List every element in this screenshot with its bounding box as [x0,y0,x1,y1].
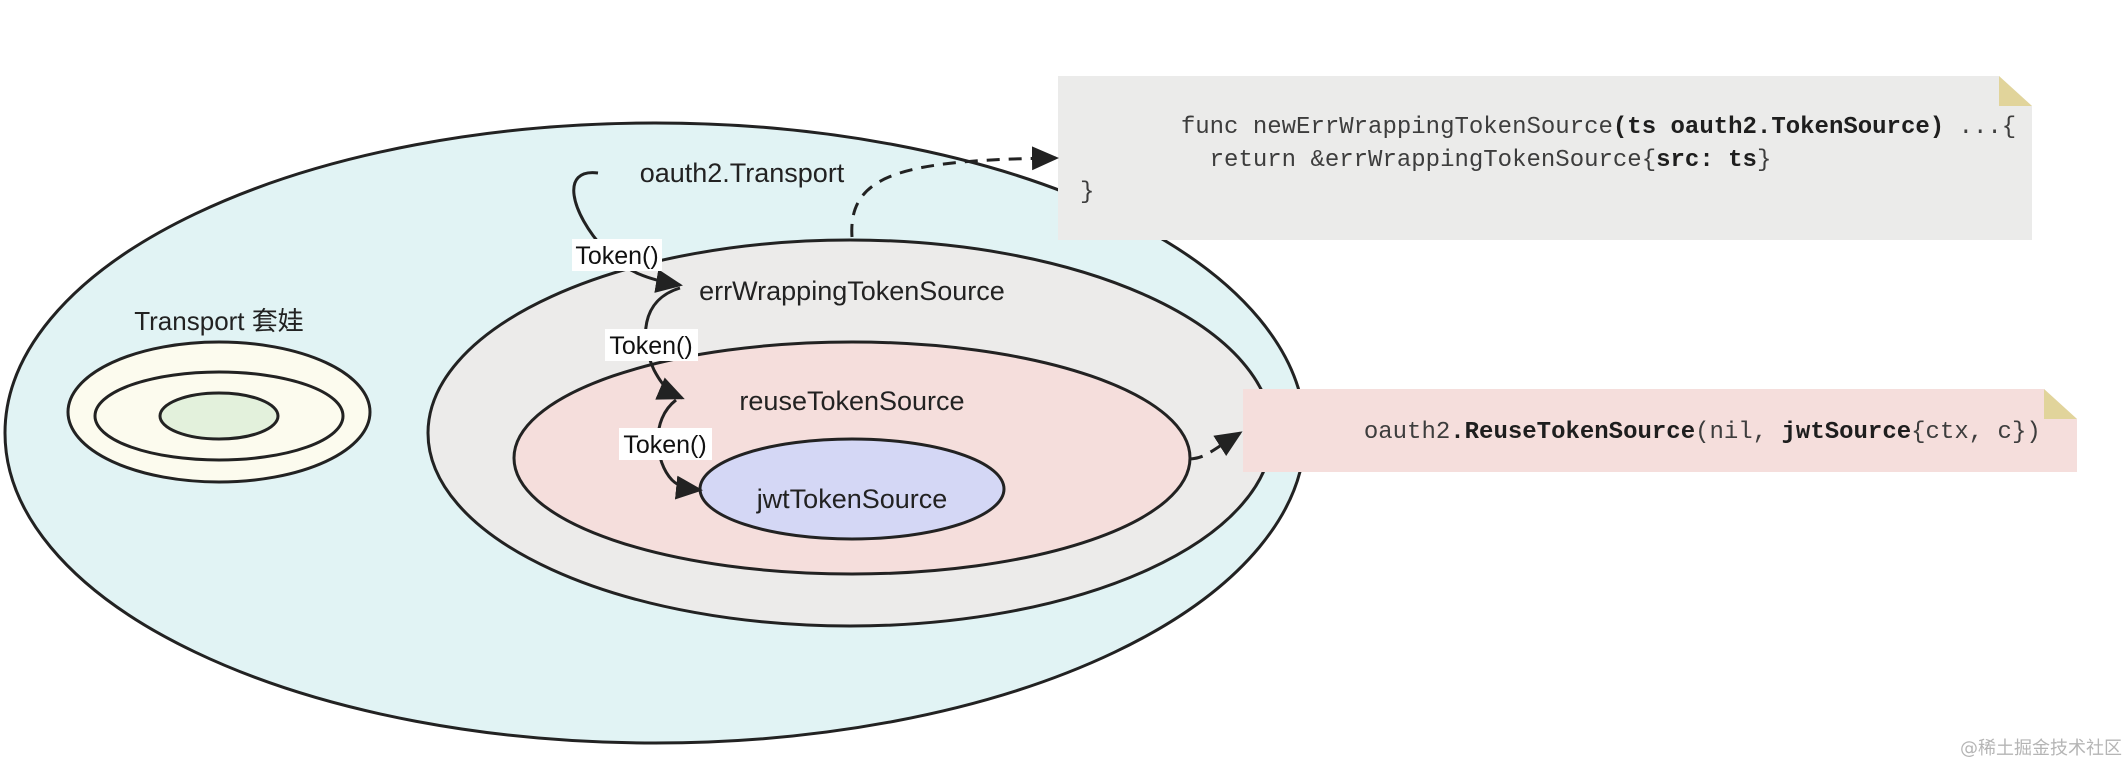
edge-reuse-to-jwt [656,398,703,500]
matryoshka-label: Transport 套娃 [134,306,304,336]
code-note-reuse: oauth2.ReuseTokenSource(nil, jwtSource{c… [1243,389,2113,472]
transport-matryoshka-figure [66,340,372,484]
token-label-bg-1 [572,239,662,271]
code-line3: } [1080,179,1094,206]
code-line2-part2: src: ts [1656,147,1757,174]
watermark: @稀土掘金技术社区 [1960,738,2122,759]
edge-label-token-2: Token() [609,332,692,360]
err-wrapping-label: errWrappingTokenSource [699,276,1005,306]
code-note-errwrapping: func newErrWrappingTokenSource(ts oauth2… [1058,76,2088,240]
edge-errwrapping-to-reuse [644,286,685,400]
code-line1-part3: ...{ [1944,114,2016,141]
code-line2-part1: return &errWrappingTokenSource{ [1181,147,1656,174]
edge-label-token-3: Token() [623,431,706,459]
edge-reuse-to-note2 [1189,431,1243,461]
jwt-token-source-label: jwtTokenSource [756,484,948,514]
note2-part2: .ReuseTokenSource [1450,419,1695,446]
token-label-bg-2 [605,329,698,361]
oauth2-transport-label: oauth2.Transport [640,158,845,188]
code-line1-part2: (ts oauth2.TokenSource) [1613,114,1944,141]
svg-text:func newErrWrappingTokenSource: func newErrWrappingTokenSource(ts oauth2… [1080,114,2088,141]
code-line2-part3: } [1757,147,1771,174]
note2-part1: oauth2 [1364,419,1450,446]
svg-text:return &errWrappingTokenSource: return &errWrappingTokenSource{src: ts} [1080,147,1843,174]
code-line1-part1: func newErrWrappingTokenSource [1181,114,1613,141]
note2-part3: (nil, [1695,419,1781,446]
reuse-token-source-label: reuseTokenSource [739,386,964,416]
svg-text:oauth2.ReuseTokenSource(nil, j: oauth2.ReuseTokenSource(nil, jwtSource{c… [1263,419,2113,446]
note2-part5: {ctx, c}) [1911,419,2041,446]
edge-label-token-1: Token() [575,242,658,270]
note2-part4: jwtSource [1782,419,1912,446]
token-label-bg-3 [619,428,712,460]
